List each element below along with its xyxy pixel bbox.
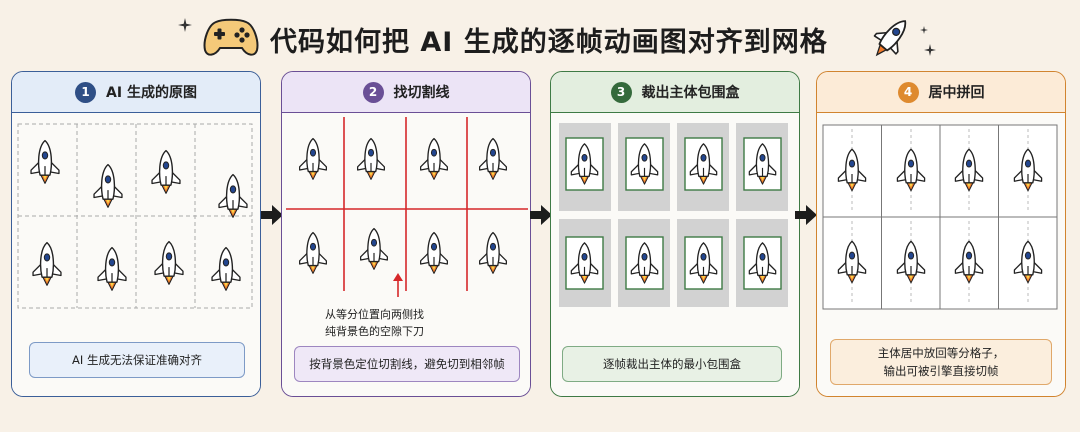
sparkle-icon bbox=[924, 44, 936, 56]
sprite-frame bbox=[419, 231, 449, 275]
panel-title: 找切割线 bbox=[393, 85, 450, 101]
sparkle-icon bbox=[178, 18, 192, 32]
annotation-line: 纯背景色的空隙下刀 bbox=[325, 325, 424, 338]
panel-center-reassemble: 4 居中拼回 bbox=[816, 71, 1066, 397]
panel-body: AI 生成无法保证准确对齐 bbox=[12, 113, 260, 396]
cropped-frames-sheet bbox=[559, 123, 788, 307]
panel-title: 裁出主体包围盒 bbox=[641, 85, 740, 101]
arrow-up-icon bbox=[393, 273, 403, 297]
misaligned-sprite-sheet bbox=[17, 123, 253, 309]
panel-header: 2 找切割线 bbox=[282, 72, 530, 113]
panel-crop-bounding-box: 3 裁出主体包围盒 bbox=[550, 71, 800, 397]
page-title: 代码如何把 AI 生成的逐帧动画图对齐到网格 bbox=[270, 27, 828, 58]
panel-caption: 逐帧裁出主体的最小包围盒 bbox=[562, 346, 782, 382]
panel-body: 从等分位置向两侧找 纯背景色的空隙下刀 按背景色定位切割线，避免切到相邻帧 bbox=[282, 113, 530, 396]
sprite-frame bbox=[298, 231, 328, 275]
panel-body: 逐帧裁出主体的最小包围盒 bbox=[551, 113, 799, 396]
annotation-line: 从等分位置向两侧找 bbox=[325, 308, 424, 321]
caption-line: 输出可被引擎直接切帧 bbox=[883, 364, 999, 378]
panel-header: 3 裁出主体包围盒 bbox=[551, 72, 799, 113]
step-number: 1 bbox=[75, 81, 97, 103]
gamepad-icon bbox=[202, 16, 260, 58]
cut-annotation: 从等分位置向两侧找 纯背景色的空隙下刀 bbox=[325, 306, 424, 340]
panel-find-cut-lines: 2 找切割线 从等分位置向两侧找 纯背景色的空隙下刀 按背景色定位切割线，避 bbox=[281, 71, 531, 397]
arrow-right-icon bbox=[795, 205, 817, 225]
sprite-frame bbox=[478, 137, 508, 181]
panel-caption: AI 生成无法保证准确对齐 bbox=[29, 342, 245, 378]
arrow-right-icon bbox=[530, 205, 552, 225]
title-row: 代码如何把 AI 生成的逐帧动画图对齐到网格 bbox=[0, 10, 1080, 62]
sprite-frame bbox=[298, 137, 328, 181]
panel-title: 居中拼回 bbox=[928, 85, 985, 101]
reassembled-grid bbox=[822, 124, 1058, 310]
panel-header: 1 AI 生成的原图 bbox=[12, 72, 260, 113]
cut-line-sheet bbox=[286, 117, 528, 297]
sprite-frame bbox=[356, 137, 386, 181]
panel-caption: 主体居中放回等分格子， 输出可被引擎直接切帧 bbox=[830, 339, 1052, 385]
panel-header: 4 居中拼回 bbox=[817, 72, 1065, 113]
sprite-frame bbox=[359, 227, 389, 271]
step-number: 4 bbox=[897, 81, 919, 103]
step-number: 2 bbox=[362, 81, 384, 103]
sprite-frame bbox=[419, 137, 449, 181]
panel-body: 主体居中放回等分格子， 输出可被引擎直接切帧 bbox=[817, 113, 1065, 396]
rocket-icon bbox=[866, 14, 916, 62]
panel-original: 1 AI 生成的原图 AI 生成无法保证准确对齐 bbox=[11, 71, 261, 397]
panel-title: AI 生成的原图 bbox=[106, 85, 197, 101]
sparkle-icon bbox=[920, 26, 928, 34]
sprite-frame bbox=[478, 231, 508, 275]
panel-caption: 按背景色定位切割线，避免切到相邻帧 bbox=[294, 346, 520, 382]
caption-line: 主体居中放回等分格子， bbox=[877, 345, 1005, 360]
step-number: 3 bbox=[610, 81, 632, 103]
arrow-right-icon bbox=[261, 205, 283, 225]
